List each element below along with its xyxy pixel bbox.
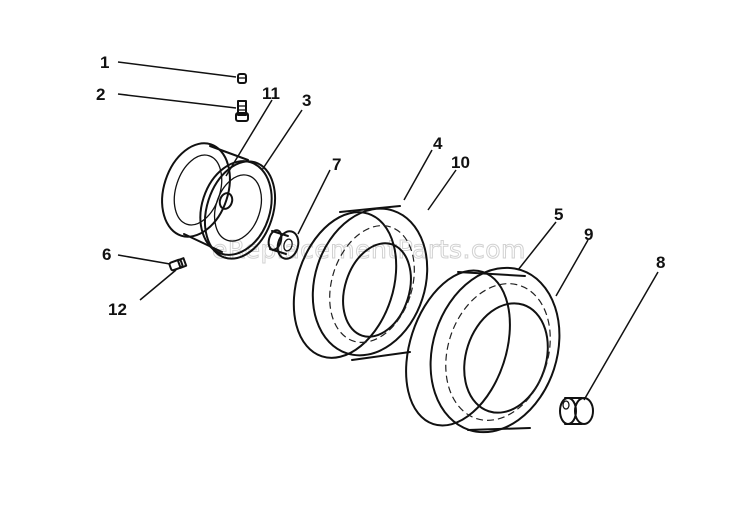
leader-lines [117, 61, 659, 401]
callout-8: 8 [656, 253, 665, 272]
callout-labels: 1 2 3 4 5 6 7 8 9 10 11 12 [96, 53, 665, 319]
part-5-tire[interactable] [388, 251, 580, 449]
callout-1: 1 [100, 53, 109, 72]
part-7-bushing[interactable] [267, 229, 302, 261]
callout-6: 6 [102, 245, 111, 264]
callout-3: 3 [302, 91, 311, 110]
part-8-hub-cap[interactable] [559, 397, 594, 425]
callout-7: 7 [332, 155, 341, 174]
callout-2: 2 [96, 85, 105, 104]
callout-10: 10 [451, 153, 470, 172]
callout-11: 11 [262, 84, 280, 103]
part-3-rim-ring[interactable] [193, 152, 287, 268]
part-1-valve-cap[interactable] [237, 73, 247, 84]
callout-4: 4 [433, 134, 443, 153]
callout-9: 9 [584, 225, 593, 244]
part-10-tube[interactable] [315, 215, 428, 354]
callout-5: 5 [554, 205, 563, 224]
callout-12: 12 [108, 300, 127, 319]
part-11-rim[interactable] [151, 134, 283, 264]
part-9-tube[interactable] [429, 270, 567, 434]
part-2-valve-stem[interactable] [235, 100, 249, 122]
part-4-tire[interactable] [276, 194, 445, 371]
part-6-grease-fitting[interactable] [168, 257, 188, 272]
